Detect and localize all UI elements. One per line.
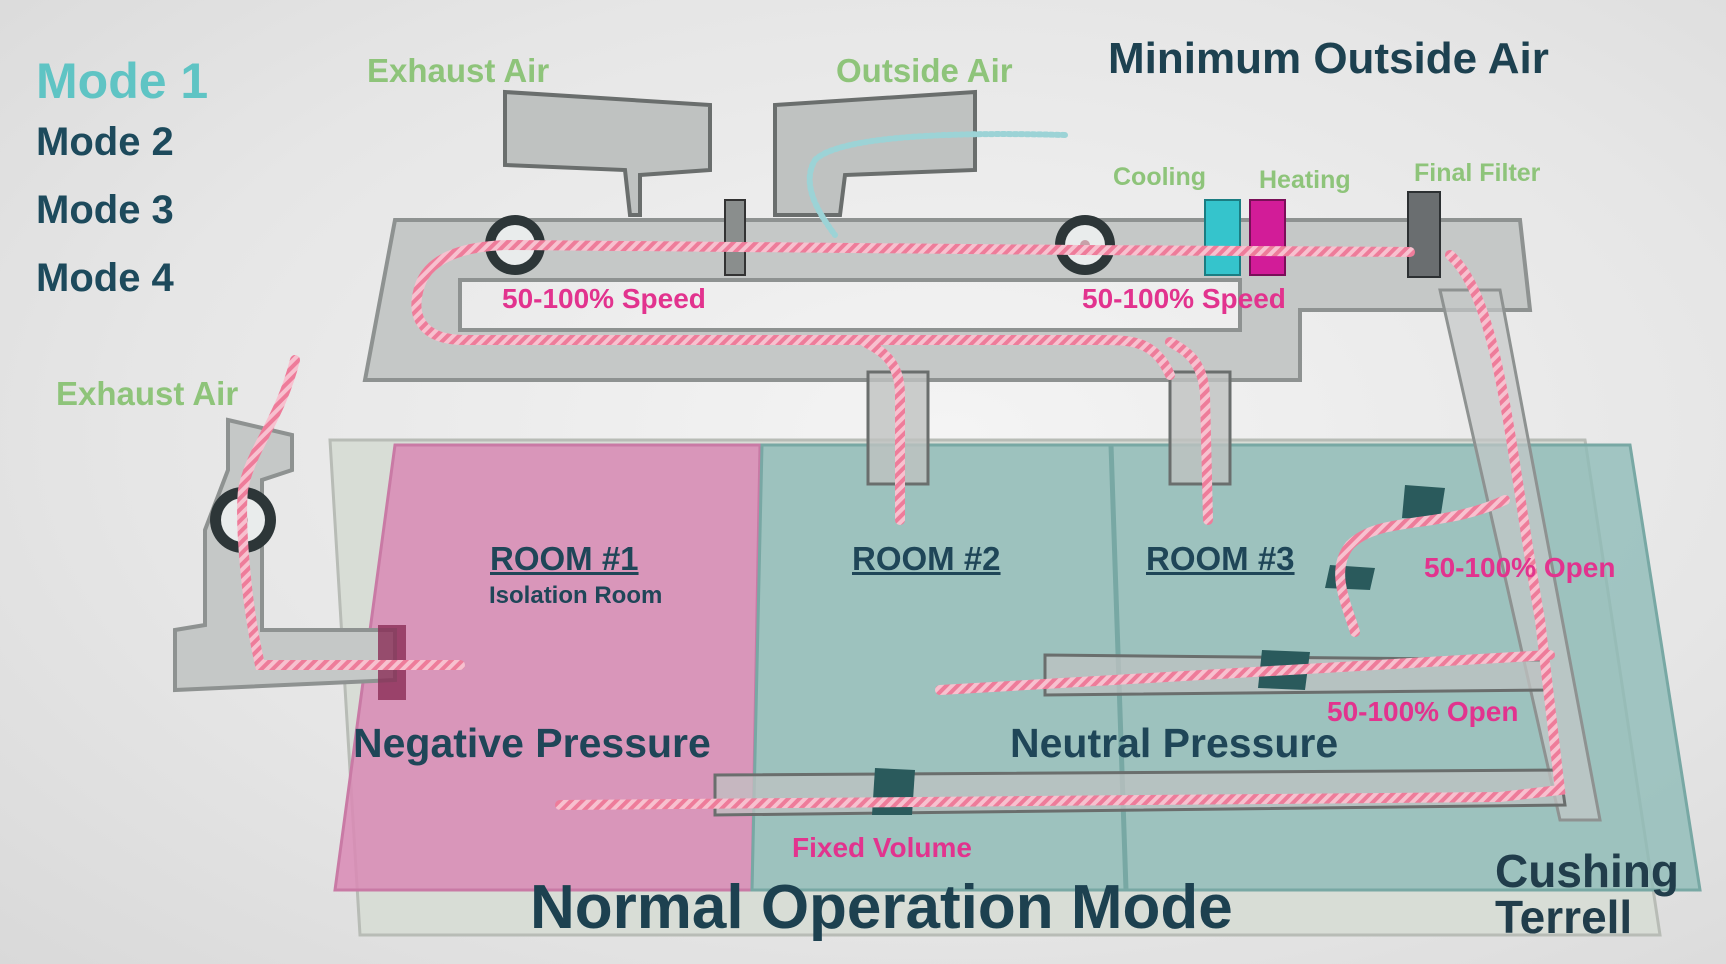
damper-room3 bbox=[1325, 565, 1375, 590]
mode-3-label[interactable]: Mode 3 bbox=[36, 188, 174, 232]
header-title: Minimum Outside Air bbox=[1108, 34, 1549, 83]
final-filter-label: Final Filter bbox=[1414, 159, 1541, 187]
room1-subtitle: Isolation Room bbox=[489, 582, 663, 609]
room3-title: ROOM #3 bbox=[1146, 540, 1295, 577]
airflow-room3 bbox=[1165, 337, 1213, 525]
negative-pressure-label: Negative Pressure bbox=[353, 720, 711, 766]
company-logo: Cushing Terrell bbox=[1495, 845, 1679, 943]
supply-riser bbox=[1438, 288, 1602, 822]
supply-fan-speed-label: 50-100% Speed bbox=[1082, 283, 1286, 314]
airflow-branch-upper bbox=[935, 650, 1555, 695]
exhaust-air-top-label: Exhaust Air bbox=[367, 52, 550, 89]
outside-air-label: Outside Air bbox=[836, 52, 1013, 89]
airflow-return-loop bbox=[411, 240, 1175, 380]
final-filter bbox=[1407, 191, 1441, 278]
exhaust-air-left-label: Exhaust Air bbox=[56, 375, 239, 412]
exhaust-duct-top bbox=[503, 89, 712, 217]
room2-title: ROOM #2 bbox=[852, 540, 1001, 577]
cooling-coil bbox=[1204, 199, 1241, 276]
room1-title: ROOM #1 bbox=[490, 540, 639, 577]
damper-fixed bbox=[872, 768, 915, 815]
outside-air-duct bbox=[773, 89, 977, 217]
heating-coil bbox=[1249, 199, 1286, 276]
heating-label: Heating bbox=[1259, 166, 1351, 194]
damper-open-lower-label: 50-100% Open bbox=[1327, 696, 1519, 727]
airflow-outside bbox=[806, 131, 1068, 238]
mode-4-label[interactable]: Mode 4 bbox=[36, 256, 174, 300]
damper-open-upper-label: 50-100% Open bbox=[1424, 552, 1616, 583]
airflow-room2 bbox=[860, 337, 905, 525]
footer-title: Normal Operation Mode bbox=[530, 873, 1233, 942]
mixing-damper bbox=[724, 199, 746, 276]
fixed-volume-label: Fixed Volume bbox=[792, 832, 972, 863]
exhaust-fan-speed-label: 50-100% Speed bbox=[502, 283, 706, 314]
airflow-room3-supply bbox=[1335, 495, 1510, 637]
mode-2-label[interactable]: Mode 2 bbox=[36, 120, 174, 164]
neutral-pressure-label: Neutral Pressure bbox=[1010, 720, 1339, 766]
damper-upper bbox=[1402, 485, 1445, 520]
airflow-exhaust bbox=[237, 355, 465, 670]
cooling-label: Cooling bbox=[1113, 163, 1207, 191]
airflow-supply-main bbox=[510, 240, 1415, 257]
airflow-riser bbox=[555, 250, 1566, 810]
mode-1-label[interactable]: Mode 1 bbox=[36, 53, 209, 109]
